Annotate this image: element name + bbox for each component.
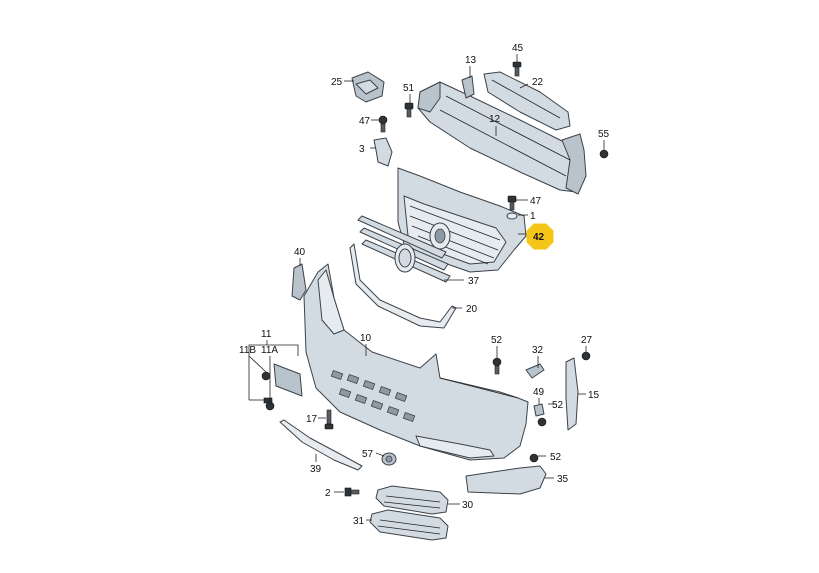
part-15-side-guide [565, 357, 579, 431]
part-52-bolt-lower [529, 453, 539, 463]
callout-3: 3 [359, 144, 365, 155]
callout-32: 32 [532, 345, 544, 356]
part-11-plate-holder [273, 363, 303, 397]
callout-39: 39 [310, 464, 322, 475]
part-27-bolt [581, 351, 591, 361]
callout-57: 57 [362, 449, 374, 460]
part-32-guide-bracket [525, 363, 545, 379]
callout-17: 17 [306, 414, 318, 425]
callout-22: 22 [532, 77, 544, 88]
part-31-fog-cover [369, 509, 449, 541]
callout-37: 37 [468, 276, 480, 287]
leader-lines [248, 54, 605, 521]
part-39-lower-strip [279, 419, 363, 471]
callout-10: 10 [360, 333, 372, 344]
callout-25: 25 [331, 77, 343, 88]
part-10-bumper-cover [303, 263, 529, 461]
callout-42: 42 [533, 232, 545, 243]
part-47-bolt-right [507, 195, 517, 211]
callout-40: 40 [294, 247, 306, 258]
part-55-bolt [599, 149, 609, 159]
callout-15: 15 [588, 390, 600, 401]
part-47-bolt-upper [378, 115, 388, 133]
part-40-bracket [291, 263, 307, 301]
callout-52-upper: 52 [491, 335, 503, 346]
callout-49: 49 [533, 387, 545, 398]
part-51-bolt [404, 102, 414, 118]
callout-42-highlight: 42 [526, 223, 554, 250]
part-22-upper-absorber [483, 71, 571, 131]
callout-30: 30 [462, 500, 474, 511]
callout-47-right: 47 [530, 196, 542, 207]
part-52-bolt-right [537, 417, 547, 427]
callout-11b: 11B [239, 345, 256, 356]
callout-1: 1 [530, 211, 536, 222]
part-49-clip [533, 403, 545, 417]
callout-2: 2 [325, 488, 331, 499]
part-1-washer [506, 212, 518, 220]
callout-45: 45 [512, 43, 524, 54]
callout-47-upper: 47 [359, 116, 371, 127]
part-25-side-bracket [351, 71, 385, 103]
part-57-grommet [381, 452, 397, 466]
callout-11: 11 [261, 329, 272, 340]
part-13-bracket [461, 75, 475, 99]
part-35-side-trim [465, 465, 547, 495]
callout-12: 12 [489, 114, 501, 125]
callout-55: 55 [598, 129, 610, 140]
part-2-bolt [344, 487, 360, 497]
callout-labels: 45 13 22 25 51 47 12 55 3 47 1 42 40 37 … [239, 43, 610, 527]
callout-52-lower: 52 [550, 452, 562, 463]
part-45-bolt [512, 61, 522, 77]
part-52-bolt-upper [492, 357, 502, 375]
callout-51: 51 [403, 83, 415, 94]
callout-20: 20 [466, 304, 478, 315]
callout-27: 27 [581, 335, 593, 346]
callout-35: 35 [557, 474, 569, 485]
highlight-octagon [526, 223, 554, 250]
part-37-trim-strips [357, 215, 451, 283]
callout-11a: 11A [261, 345, 278, 356]
callout-52-right: 52 [552, 400, 564, 411]
callout-13: 13 [465, 55, 477, 66]
callout-31: 31 [353, 516, 365, 527]
part-3-side-guide [373, 137, 393, 167]
part-17-bolt [324, 409, 334, 430]
grille-slats [409, 205, 501, 265]
part-11b-bolt [261, 371, 271, 381]
part-20-lower-trim [349, 243, 457, 329]
part-30-fog-grille [375, 485, 449, 515]
bumper-vent-slots [330, 369, 416, 423]
part-12-impact-beam [417, 81, 587, 195]
part-11-screw [263, 397, 273, 404]
